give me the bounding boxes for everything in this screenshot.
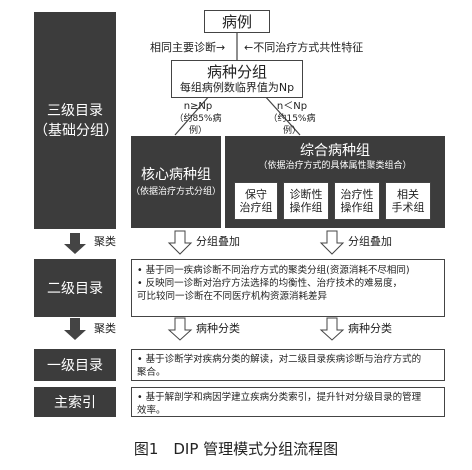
level1-description: • 基于诊断学对疾病分类的解读，对二级目录疾病诊断与治疗方式的 聚合。 (131, 349, 445, 381)
case-label: 病例 (221, 13, 252, 31)
disease-group-subtitle: 每组病例数临界值为Np (179, 81, 295, 94)
level2-box: 二级目录 (34, 259, 116, 317)
level1-bullet: • 基于诊断学对疾病分类的解读，对二级目录疾病诊断与治疗方式的 聚合。 (137, 354, 422, 378)
same-diagnosis-label: 相同主要诊断→ (150, 41, 226, 54)
comprehensive-group-title: 综合病种组 (300, 143, 370, 159)
level2-description: • 基于同一疾病诊断不同治疗方式的聚类分组(资源消耗不尽相同) • 反映同一诊断… (131, 259, 445, 317)
hollow-arrow-disease2 (319, 317, 345, 341)
connector-split-right (263, 94, 301, 136)
down-arrow-cluster1 (64, 233, 86, 254)
connector-split-left (174, 94, 211, 136)
split-right: n＜Np （约15%病例） (262, 101, 322, 137)
split-left-pct: （约85%病例） (174, 114, 222, 136)
comp-item-diagnostic: 诊断性 操作组 (283, 182, 329, 220)
comprehensive-group-subtitle: （依据治疗方式的具体属性聚类组合） (258, 161, 412, 171)
disease-group-title: 病种分组 (206, 63, 267, 81)
level2-bullet-1: • 基于同一疾病诊断不同治疗方式的聚类分组(资源消耗不尽相同) (137, 265, 410, 276)
diff-treatment-label: ←不同治疗方式共性特征 (244, 41, 364, 54)
comp-item-therapeutic: 治疗性 操作组 (334, 182, 380, 220)
split-left: n≥Np （约85%病例） (168, 101, 228, 137)
split-right-pct: （约15%病例） (268, 114, 316, 136)
figure-caption: 图1 DIP 管理模式分组流程图 (133, 440, 339, 458)
core-group-subtitle: （依据治疗方式分组） (131, 187, 222, 197)
split-right-cond: n＜Np (276, 101, 308, 112)
main-index-bullet: • 基于解剖学和病因学建立疾病分类索引，提升针对分级目录的管理 效率。 (137, 392, 422, 416)
cluster-label-1: 聚类 (94, 235, 116, 248)
comp-item-surgery: 相关 手术组 (385, 182, 431, 220)
level1-box: 一级目录 (34, 349, 116, 381)
main-index-box: 主索引 (34, 387, 116, 417)
case-box: 病例 (204, 10, 270, 33)
cluster-label-2: 聚类 (94, 322, 116, 335)
level3-box: 三级目录 （基础分组） (34, 12, 118, 229)
disease-label-1: 病种分类 (196, 322, 240, 335)
down-arrow-cluster2 (64, 318, 86, 340)
hollow-arrow-stack2 (319, 230, 345, 255)
disease-group-box: 病种分组 每组病例数临界值为Np (171, 60, 303, 98)
hollow-arrow-disease1 (167, 317, 193, 341)
stack-label-2: 分组叠加 (348, 235, 392, 248)
split-left-cond: n≥Np (183, 101, 213, 112)
comp-item-conservative: 保守 治疗组 (234, 182, 278, 220)
stack-label-1: 分组叠加 (196, 235, 240, 248)
level2-bullet-2: • 反映同一诊断对治疗方法选择的均衡性、治疗技术的难易度， 可比较同一诊断在不同… (137, 278, 403, 302)
hollow-arrow-stack1 (167, 230, 193, 255)
core-group-box: 核心病种组 （依据治疗方式分组） (131, 136, 221, 228)
main-index-description: • 基于解剖学和病因学建立疾病分类索引，提升针对分级目录的管理 效率。 (131, 387, 445, 417)
disease-label-2: 病种分类 (348, 322, 392, 335)
core-group-title: 核心病种组 (141, 167, 211, 183)
